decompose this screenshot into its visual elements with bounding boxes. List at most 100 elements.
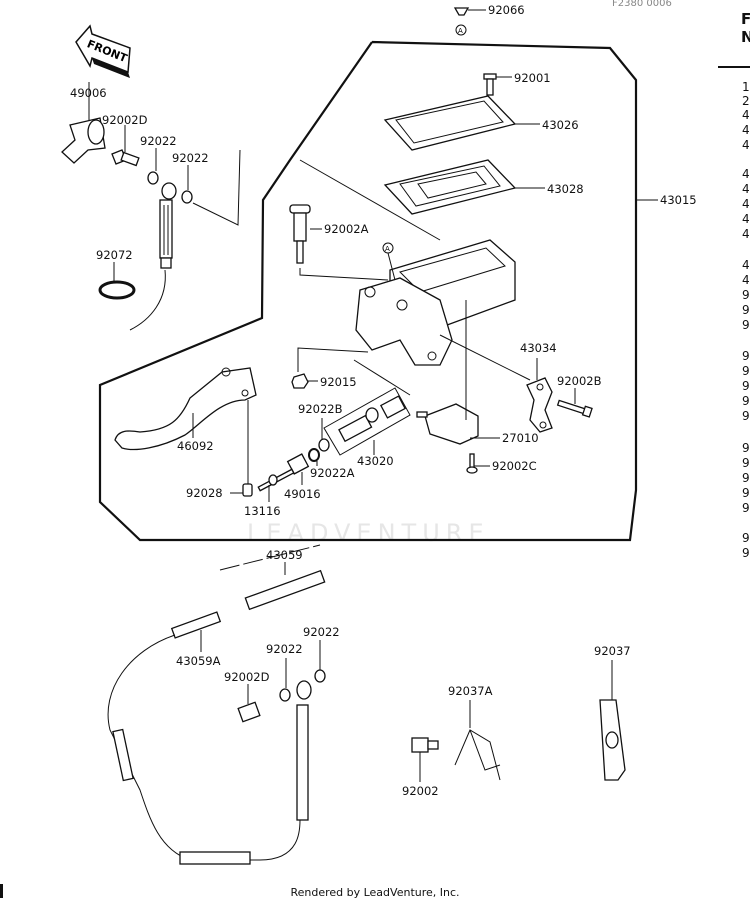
part-43020-piston-kit [323,359,411,456]
part-92002D-banjo-bolt [111,125,140,167]
part-92001-screw [483,73,512,96]
side-row: 9 [742,471,750,485]
label-92002D-top: 92002D [102,113,148,127]
part-92022-washer-a [147,148,159,185]
label-92002D-bottom: 92002D [224,670,270,684]
callout-marker-a-body: A [385,245,390,253]
front-arrow-icon: FRONT [75,24,131,78]
label-13116: 13116 [244,504,281,518]
side-row: 2 [742,94,750,108]
part-92022A-circlip [308,448,320,466]
side-row: 9 [742,456,750,470]
side-row: 9 [742,501,750,515]
part-brake-hose-upper [129,182,177,331]
side-row: 4 [742,258,750,272]
part-92022-washer-d [314,640,326,683]
label-27010: 27010 [502,431,539,445]
side-row: 4 [742,182,750,196]
part-92028-pin [230,483,253,497]
label-92002B: 92002B [557,374,602,388]
side-row: 9 [742,379,750,393]
side-row: 4 [742,167,750,181]
side-row: 9 [742,303,750,317]
side-row: 4 [742,108,750,122]
part-49006-cap [61,82,106,164]
side-row: 9 [742,441,750,455]
part-92015-nut [291,347,369,389]
label-43028: 43028 [547,182,584,196]
part-brake-hose-lower [296,680,312,821]
label-43020: 43020 [357,454,394,468]
side-row: 4 [742,123,750,137]
side-row: 9 [742,409,750,423]
part-92022B-washer [318,418,330,452]
label-46092: 46092 [177,439,214,453]
label-92022-d: 92022 [303,625,340,639]
label-92022-b: 92022 [172,151,209,165]
part-43059A-hose-end [107,611,301,865]
label-92037A: 92037A [448,684,493,698]
part-46092-lever [114,367,257,484]
label-43026: 43026 [542,118,579,132]
side-parts-list: F N 1 2 4 4 4 4 4 4 4 4 4 4 9 9 9 9 9 9 … [718,10,750,560]
side-row: 9 [742,288,750,302]
side-row: 9 [742,318,750,332]
part-27010-switch [416,300,500,445]
side-row: 4 [742,212,750,226]
label-43059: 43059 [266,548,303,562]
footer-credit: Rendered by LeadVenture, Inc. [290,886,460,899]
side-row: 9 [742,394,750,408]
part-92037-clamp [599,660,626,781]
label-49016: 49016 [284,487,321,501]
label-43034: 43034 [520,341,557,355]
part-92002D-banjo-bolt-lower [237,684,261,723]
part-92022-washer-c [279,658,291,702]
label-92002A: 92002A [324,222,369,236]
side-header-line-1: F [741,10,750,28]
part-43026-cover [383,95,540,151]
label-92037: 92037 [594,644,631,658]
part-92037A-bracket [454,700,501,781]
label-92072: 92072 [96,248,133,262]
label-92015: 92015 [320,375,357,389]
side-row: 9 [742,531,750,545]
reference-code: F2380 0006 [612,0,672,9]
part-13116-push-rod [257,468,295,502]
part-92002C-screw [466,453,490,474]
part-43034-clamp [439,334,553,433]
side-row: 4 [742,227,750,241]
assembly-boundary [98,40,638,542]
label-49006: 49006 [70,86,107,100]
watermark: LEADVENTURE [247,519,490,547]
side-row: 4 [742,273,750,287]
label-43015: 43015 [660,193,697,207]
side-header-line-2: N [741,28,750,46]
label-92022-a: 92022 [140,134,177,148]
callout-marker-a: A [458,27,463,35]
part-92002A-bolt [289,204,389,281]
part-92022-washer-b [181,165,193,204]
part-92072-clip [98,262,136,300]
side-row: 1 [742,80,750,94]
label-92022-c: 92022 [266,642,303,656]
label-92066: 92066 [488,3,525,17]
label-92022A: 92022A [310,466,355,480]
side-row: 4 [742,197,750,211]
side-row: 9 [742,546,750,560]
label-92028: 92028 [186,486,223,500]
side-row: 9 [742,364,750,378]
part-92002-bolt [411,737,439,782]
part-43059-hose [244,562,326,611]
edge-mark [0,884,3,898]
side-row: 4 [742,138,750,152]
label-92022B: 92022B [298,402,343,416]
part-master-cylinder-body: A [355,239,516,366]
part-92002B-bolt [556,388,593,418]
label-92002: 92002 [402,784,439,798]
part-43028-diaphragm [383,159,545,215]
part-92066: A [453,7,486,36]
label-92002C: 92002C [492,459,537,473]
part-49016-boot [286,453,310,485]
side-row: 9 [742,349,750,363]
